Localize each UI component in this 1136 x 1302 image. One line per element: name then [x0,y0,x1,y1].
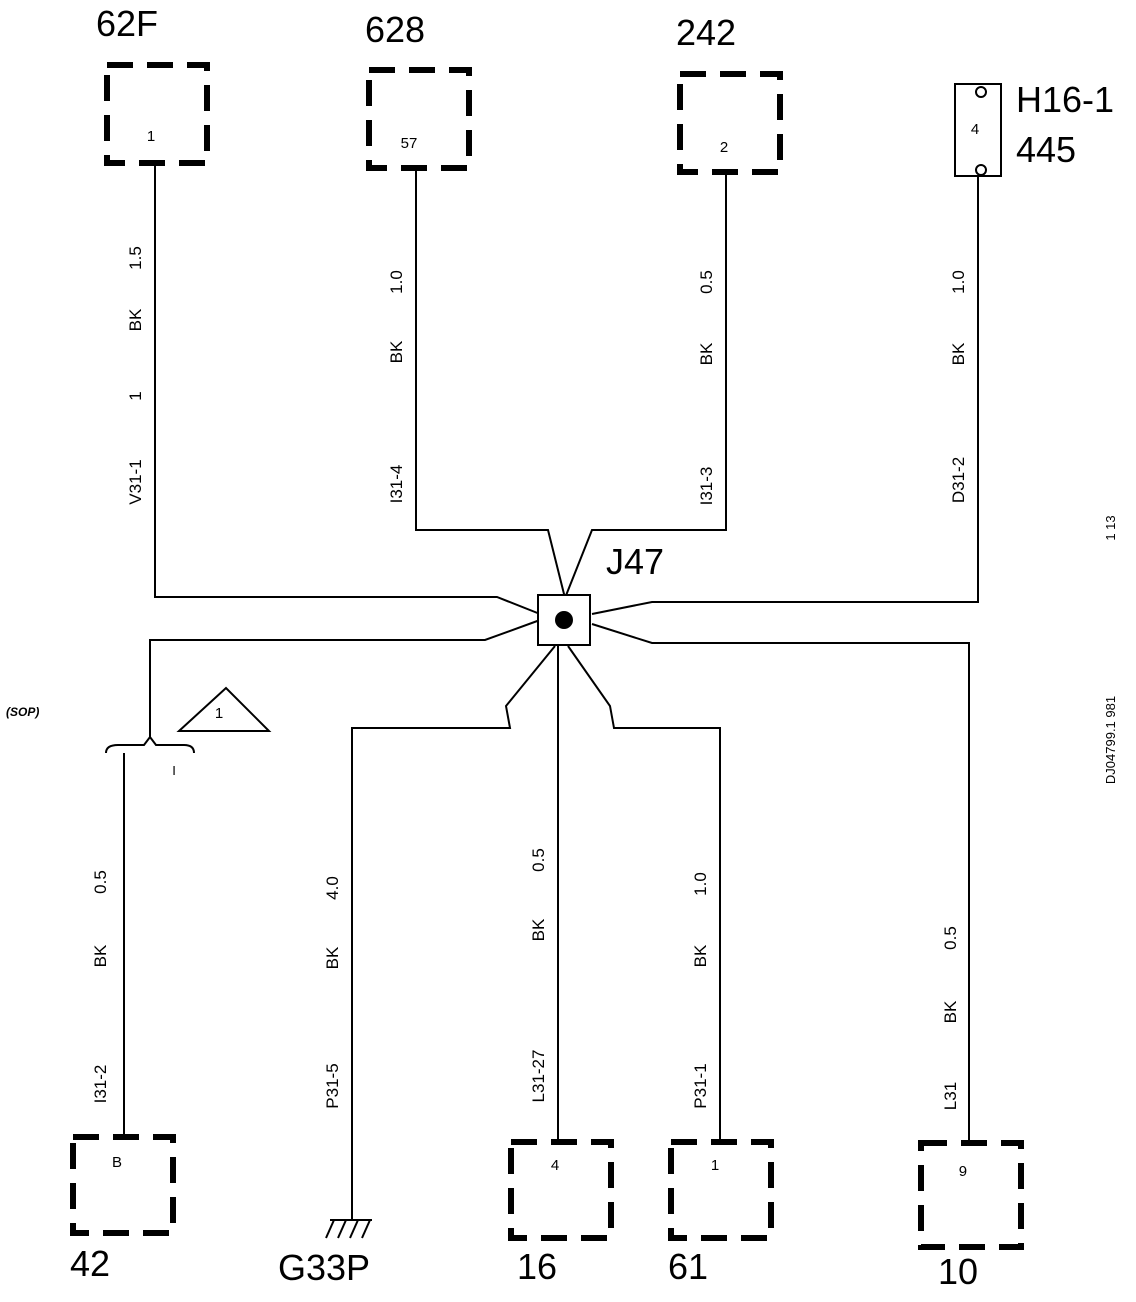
wire-P31-1-size: 1.0 [691,872,710,896]
connector-628: 57 628 [365,9,472,171]
wire-I31-3 [564,174,727,599]
wire-I31-2-upper [149,619,541,737]
sop-note: (SOP) [6,705,39,719]
wire-D31-2 [591,176,979,615]
wire-P31-1-circuit: P31-1 [691,1063,710,1108]
wire-P31-1-color: BK [691,944,710,967]
wire-I31-3-color: BK [697,342,716,365]
connector-16: 4 16 [508,1139,614,1287]
option-bracket: I [105,735,195,778]
wire-P31-1 [567,645,721,1142]
wire-D31-2-color: BK [949,342,968,365]
ground-G33P: G33P [278,1219,372,1288]
connector-62F: 1 62F [96,3,210,166]
connector-10: 6 10 [918,1140,1024,1292]
wire-V31-1-extra: 1 [126,391,145,400]
wire-P31-5-circuit: P31-5 [323,1063,342,1108]
wire-P31-5 [351,645,556,1220]
wire-L31-27-color: BK [529,918,548,941]
wire-I31-4-size: 1.0 [387,270,406,294]
wire-L31-color: BK [941,1000,960,1023]
connector-42: B 42 [70,1134,176,1284]
ground-G33P-label: G33P [278,1247,370,1288]
wire-P31-5-size: 4.0 [323,876,342,900]
wire-L31-27-size: 0.5 [529,848,548,872]
connector-61: 1 61 [668,1139,774,1287]
wire-L31-27-circuit: L31-27 [529,1050,548,1103]
connector-10-pin: 6 [959,1162,967,1179]
wire-I31-4 [415,170,566,599]
note-triangle-number: 1 [215,705,223,722]
connector-42-pin: B [112,1154,122,1171]
doc-ref: DJ04799.1 981 [1103,696,1118,784]
connector-242-pin: 2 [720,139,728,156]
wire-I31-2-color: BK [91,944,110,967]
wire-I31-4-color: BK [387,340,406,363]
wire-I31-2-size: 0.5 [91,870,110,894]
connector-61-label: 61 [668,1246,708,1287]
connector-242-label: 242 [676,12,736,53]
wire-P31-5-color: BK [323,946,342,969]
option-mark: I [172,763,176,778]
wire-V31-1-size: 1.5 [126,246,145,270]
wire-L31-size: 0.5 [941,926,960,950]
wire-D31-2-size: 1.0 [949,270,968,294]
connector-16-pin: 4 [551,1157,559,1174]
connector-62F-label: 62F [96,3,158,44]
splice-J47-label: J47 [606,541,664,582]
connector-242: 2 242 [676,12,783,175]
connector-628-pin: 57 [401,135,418,152]
note-triangle: 1 [176,686,272,732]
wire-L31 [591,623,970,1143]
connector-61-pin: 1 [711,1157,719,1174]
connector-42-label: 42 [70,1243,110,1284]
wire-V31-1 [154,165,541,615]
connector-10-label: 10 [938,1251,978,1292]
wire-I31-2-circuit: I31-2 [91,1065,110,1104]
wire-L31-circuit: L31 [941,1082,960,1110]
connector-16-label: 16 [517,1246,557,1287]
splice-J47: J47 [537,541,664,646]
wire-I31-4-circuit: I31-4 [387,465,406,504]
wire-I31-3-size: 0.5 [697,270,716,294]
connector-H16-1-pin: 4 [971,121,979,138]
connector-H16-1-label: H16-1 [1016,79,1114,120]
connector-H16-1: 4 H16-1 445 [954,79,1114,177]
wire-V31-1-color: BK [126,308,145,331]
wire-D31-2-circuit: D31-2 [949,457,968,503]
wire-I31-3-circuit: I31-3 [697,467,716,506]
connector-62F-pin: 1 [147,128,155,145]
page-ref: 1 13 [1103,515,1118,540]
connector-H16-1-sublabel: 445 [1016,129,1076,170]
connector-628-label: 628 [365,9,425,50]
wire-V31-1-circuit: V31-1 [126,459,145,504]
